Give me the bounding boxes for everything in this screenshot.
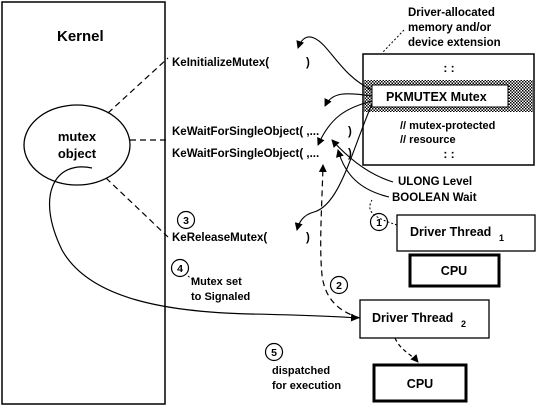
memory-caption-leader: [382, 29, 405, 53]
arrow-mutex-to-initialize: [296, 36, 373, 91]
memory-caption-line1: Driver-allocated: [408, 7, 495, 19]
driver-thread-1-label: Driver Thread: [410, 225, 491, 239]
driver-thread-2-subscript: 2: [461, 319, 466, 329]
ke-wait-call-1: KeWaitForSingleObject( ,...: [172, 126, 319, 138]
step-4-circle: [170, 258, 190, 278]
kernel-label: Kernel: [57, 28, 104, 45]
connector-release-to-mutex: [105, 177, 169, 238]
arrow-mutex-to-wait1: [324, 93, 373, 107]
mutex-object-label-line2: object: [58, 146, 97, 161]
memory-caption-line2: memory and/or: [408, 22, 492, 34]
thread-1-to-wait-link: [369, 199, 398, 226]
step-5-circle: [264, 342, 284, 362]
arrow-dispatched: [394, 337, 419, 363]
step-5-number: 5: [271, 347, 277, 359]
ke-wait-call-2: KeWaitForSingleObject( ,...: [172, 148, 319, 160]
arrow-level-to-wait: [331, 139, 394, 183]
step-1-number: 1: [376, 217, 382, 229]
ke-wait-close-1: ): [348, 126, 352, 138]
step-3-circle: [176, 210, 196, 230]
step-5-label-line2: for execution: [272, 380, 341, 392]
cpu-1-label: CPU: [441, 264, 467, 278]
arrow-mutex-signaled: [48, 166, 359, 322]
memory-comment-line1: // mutex-protected: [400, 120, 495, 132]
param-boolean-wait: BOOLEAN Wait: [392, 192, 477, 204]
driver-thread-2-label: Driver Thread: [372, 311, 453, 325]
step-4-number: 4: [177, 263, 183, 275]
pkmutex-field-label: PKMUTEX Mutex: [386, 90, 487, 104]
cpu-2-label: CPU: [407, 377, 433, 391]
ke-initialize-mutex-close: ): [306, 57, 310, 69]
ke-wait-close-2: ): [348, 148, 352, 160]
memory-dots-top: : :: [443, 61, 454, 75]
mutex-object-ellipse: [23, 104, 131, 186]
step-4-label-line1: Mutex set: [191, 276, 242, 288]
driver-thread-1-box: [396, 214, 536, 252]
mutex-object-label-line1: mutex: [58, 129, 97, 144]
cpu-1-box: [408, 253, 501, 288]
step-5-label-line1: dispatched: [272, 365, 330, 377]
arrow-wait-param-to-wait: [336, 149, 390, 198]
step-2-circle: [329, 275, 349, 295]
memory-comment-line2: // resource: [400, 134, 456, 146]
step-3-number: 3: [183, 215, 189, 227]
driver-thread-2-box: [359, 299, 490, 339]
step-4-leader: [187, 275, 194, 281]
ke-release-mutex-close: ): [306, 232, 310, 244]
connector-init-to-mutex: [107, 57, 169, 114]
ke-release-mutex-call: KeReleaseMutex(: [172, 232, 267, 244]
step-2-number: 2: [336, 280, 342, 292]
arrow-mutex-to-wait2: [317, 100, 373, 146]
arrow-mutex-to-release: [294, 103, 373, 231]
memory-caption-line3: device extension: [408, 37, 501, 49]
ke-initialize-mutex-call: KeInitializeMutex(: [172, 57, 269, 69]
kernel-box: [1, 1, 166, 405]
param-ulong-level: ULONG Level: [398, 176, 472, 188]
memory-dots-bottom: : :: [443, 147, 454, 161]
driver-thread-1-subscript: 1: [499, 233, 504, 243]
step-4-label-line2: to Signaled: [191, 291, 250, 303]
cpu-2-box: [372, 363, 468, 403]
arrow-thread2-wait: [318, 164, 361, 319]
